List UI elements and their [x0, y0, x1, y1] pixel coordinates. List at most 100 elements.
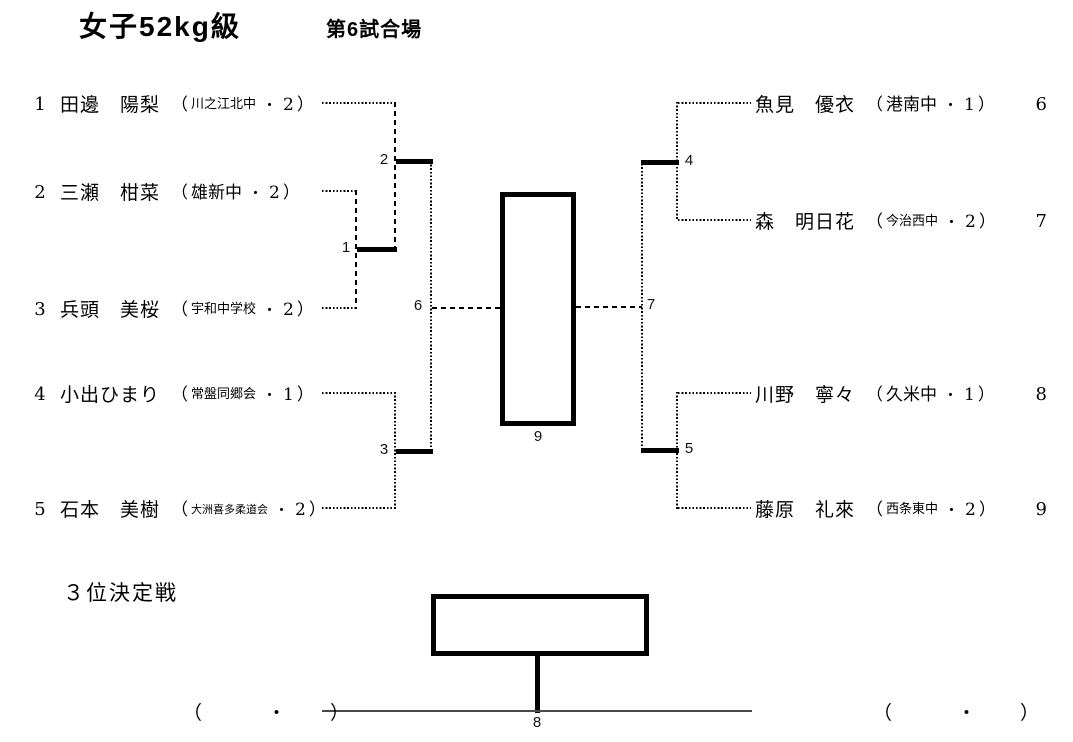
- third-place-slot-left: （ ・ ）: [183, 702, 352, 724]
- player-name: 川野 寧々: [755, 384, 856, 406]
- player-name: 石本 美樹: [60, 499, 161, 521]
- seed-number: 1: [34, 94, 46, 115]
- player-entry-left-1: 1 田邊 陽梨 （川之江北中・2）: [28, 91, 317, 119]
- player-entry-right-9: 藤原 礼來 （西条東中・ 2） 9: [755, 496, 1047, 524]
- match4-winner-line: [641, 160, 679, 165]
- entry-line-5: [322, 507, 396, 509]
- separator-dot: ・: [944, 213, 960, 231]
- entry-line-1: [322, 102, 396, 104]
- school-name: 久米中: [886, 385, 937, 405]
- seed-number: 9: [1035, 499, 1047, 520]
- paren-close: ）: [977, 385, 995, 405]
- grade-number: 2: [283, 95, 294, 115]
- entry-line-2: [322, 190, 357, 192]
- school-name: 雄新中: [191, 183, 242, 203]
- entry-line-6: [678, 102, 751, 104]
- third-place-match-box: [431, 594, 649, 656]
- seed-number: 5: [34, 499, 46, 520]
- match4-number: 4: [684, 152, 694, 169]
- affiliation: （西条東中・ 2）: [863, 496, 999, 524]
- separator-dot: ・: [274, 501, 290, 519]
- seed-number: 6: [1035, 94, 1047, 115]
- grade-number: 2: [295, 500, 306, 520]
- player-entry-left-4: 4 小出ひまり （常盤同郷会・ 1）: [28, 381, 317, 409]
- school-name: 港南中: [886, 95, 937, 115]
- match1-bracket-vertical: [355, 190, 357, 309]
- affiliation: （宇和中学校・2）: [168, 296, 317, 324]
- paren-close: ）: [978, 500, 996, 520]
- separator-dot: ・: [943, 96, 959, 114]
- separator-dot: ・: [262, 386, 278, 404]
- affiliation: （港南中・1）: [863, 91, 998, 119]
- school-name: 大洲喜多柔道会: [191, 503, 268, 516]
- affiliation: （川之江北中・2）: [168, 91, 317, 119]
- paren-close: ）: [308, 500, 326, 520]
- player-entry-left-2: 2 三瀬 柑菜 （雄新中・2）: [28, 179, 303, 207]
- seed-number: 4: [34, 384, 46, 405]
- grade-number: 1: [964, 95, 975, 115]
- match7-number: 7: [646, 296, 656, 313]
- affiliation: （常盤同郷会・ 1）: [168, 381, 317, 409]
- match2-number: 2: [379, 151, 389, 168]
- player-name: 三瀬 柑菜: [60, 182, 161, 204]
- player-entry-right-7: 森 明日花 （今治西中・2） 7: [755, 208, 1047, 236]
- paren-open: （: [171, 385, 188, 405]
- player-entry-right-8: 川野 寧々 （久米中・1） 8: [755, 381, 1047, 409]
- third-place-title: ３位決定戦: [63, 581, 178, 605]
- affiliation: （雄新中・2）: [168, 179, 303, 207]
- affiliation: （今治西中・2）: [863, 208, 999, 236]
- player-name: 魚見 優衣: [755, 94, 856, 116]
- school-name: 宇和中学校: [191, 302, 257, 317]
- semifinal-left-winner-line: [432, 307, 501, 309]
- match2-bracket-vertical: [394, 102, 396, 252]
- school-name: 常盤同郷会: [191, 387, 257, 402]
- seed-number: 2: [34, 182, 46, 203]
- paren-close: ）: [977, 95, 995, 115]
- match3-number: 3: [379, 441, 389, 458]
- separator-dot: ・: [262, 301, 278, 319]
- third-place-match-number: 8: [532, 714, 542, 731]
- final-match-number: 9: [533, 428, 543, 445]
- match-area-label: 第6試合場: [326, 19, 423, 41]
- school-name: 川之江北中: [191, 97, 257, 112]
- player-name: 小出ひまり: [60, 384, 161, 406]
- paren-close: ）: [296, 385, 314, 405]
- semifinal-right-vertical: [641, 160, 643, 451]
- grade-number: 2: [283, 300, 294, 320]
- player-entry-right-6: 魚見 優衣 （港南中・1） 6: [755, 91, 1047, 119]
- semifinal-right-winner-line: [576, 306, 642, 308]
- match1-number: 1: [341, 239, 351, 256]
- match2-winner-line: [396, 159, 433, 164]
- grade-number: 2: [965, 500, 976, 520]
- paren-open: （: [866, 212, 883, 232]
- entry-line-4: [322, 392, 396, 394]
- seed-number: 3: [34, 299, 46, 320]
- entry-line-9: [678, 507, 751, 509]
- separator-dot: ・: [943, 386, 959, 404]
- entry-line-8: [678, 392, 751, 394]
- player-name: 藤原 礼來: [755, 499, 856, 521]
- school-name: 今治西中: [886, 214, 939, 229]
- match5-winner-line: [641, 448, 679, 453]
- school-name: 西条東中: [886, 502, 939, 517]
- grade-number: 1: [964, 385, 975, 405]
- separator-dot: ・: [262, 96, 278, 114]
- player-name: 兵頭 美桜: [60, 299, 161, 321]
- player-entry-left-5: 5 石本 美樹 （大洲喜多柔道会・2）: [28, 496, 329, 524]
- affiliation: （大洲喜多柔道会・2）: [168, 496, 329, 524]
- final-match-box: [500, 192, 576, 426]
- paren-open: （: [171, 300, 188, 320]
- grade-number: 1: [283, 385, 294, 405]
- match3-bracket-vertical: [394, 392, 396, 509]
- player-name: 田邊 陽梨: [60, 94, 161, 116]
- paren-close: ）: [282, 183, 300, 203]
- paren-open: （: [866, 500, 883, 520]
- paren-open: （: [171, 95, 188, 115]
- separator-dot: ・: [944, 501, 960, 519]
- weight-class-title: 女子52kg級: [79, 11, 241, 42]
- grade-number: 2: [965, 212, 976, 232]
- seed-number: 7: [1035, 211, 1047, 232]
- affiliation: （久米中・1）: [863, 381, 998, 409]
- separator-dot: ・: [248, 184, 264, 202]
